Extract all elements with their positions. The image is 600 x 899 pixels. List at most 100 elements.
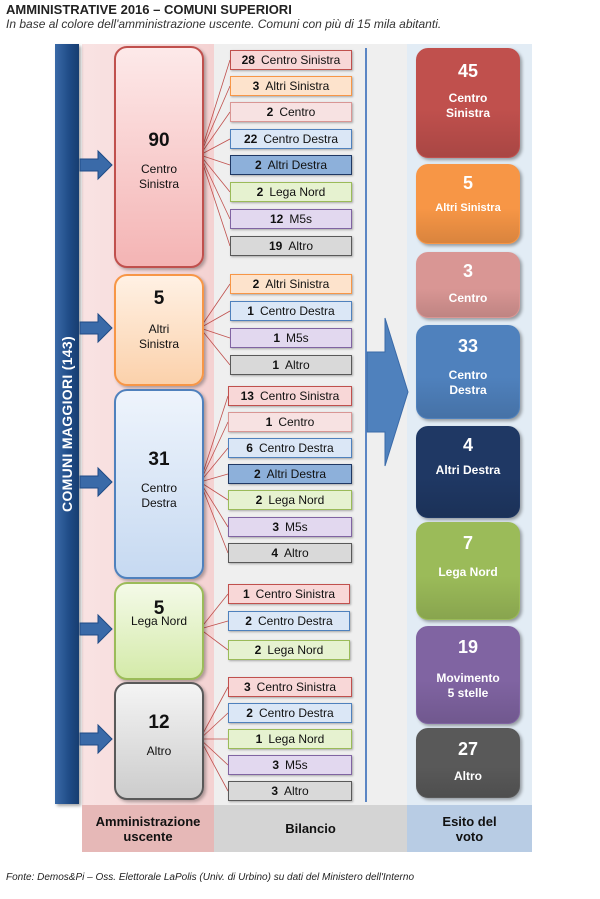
bilancio-item-label: Centro Destra [263,132,339,146]
bilancio-item-altro: 3 Altro [228,781,352,801]
bilancio-item-label: M5s [286,331,309,345]
bilancio-item-centro-sinistra: 28 Centro Sinistra [230,50,352,70]
footer-uscente: Amministrazione uscente [82,805,214,852]
uscente-count: 31 [148,449,170,470]
connector-line [199,686,229,740]
bilancio-item-count: 3 [272,758,279,772]
bilancio-item-count: 1 [273,331,280,345]
bilancio-item-count: 2 [255,493,263,507]
esito-label: Centro [448,291,488,305]
uscente-label: Centro Destra [140,481,178,510]
bilancio-item-label: Centro Destra [258,706,334,720]
bilancio-item-label: Altri Sinistra [265,277,330,291]
bilancio-item-label: Altro [284,784,309,798]
bilancio-item-label: Altro [284,546,309,560]
esito-label: Centro Destra [448,368,488,397]
bilancio-item-label: Centro [279,105,316,119]
esito-count: 4 [462,435,473,455]
bilancio-item-label: Centro Sinistra [255,587,336,601]
source-note: Fonte: Demos&Pi – Oss. Elettorale LaPoli… [6,872,415,883]
esito-label: Altro [454,769,482,783]
bilancio-item-count: 2 [254,643,262,657]
bilancio-item-centro: 2 Centro [230,102,352,122]
connector-line [199,283,231,329]
connector-line [199,620,229,630]
connector-line [199,738,229,792]
flow-arrow-icon [79,723,113,755]
bilancio-divider [365,48,367,802]
connector-line [199,421,229,483]
bilancio-item-m5s: 3 M5s [228,755,352,775]
bilancio-item-count: 1 [247,304,254,318]
bilancio-item-label: Centro Sinistra [260,53,341,67]
result-arrow-icon [366,317,409,467]
connector-line [199,593,229,630]
bilancio-item-count: 1 [265,415,273,429]
esito-label: Altri Destra [435,463,501,477]
footer-esito: Esito del voto [407,805,532,852]
bilancio-item-count: 3 [271,784,278,798]
bilancio-item-label: Lega Nord [268,493,325,507]
bilancio-item-count: 28 [241,53,255,67]
bilancio-item-count: 2 [266,105,274,119]
bilancio-item-count: 2 [253,467,261,481]
uscente-label: Altro [146,744,172,758]
bilancio-item-label: M5s [285,520,308,534]
uscente-count: 5 [153,288,165,309]
bilancio-item-m5s: 12 M5s [230,209,352,229]
bilancio-item-count: 19 [268,239,283,253]
connector-line [199,154,231,193]
connector-line [199,738,229,766]
footer-bilancio: Bilancio [214,805,407,852]
connector-line [199,111,231,156]
bilancio-item-label: Centro Destra [259,304,335,318]
bilancio-item-count: 2 [254,158,262,172]
bilancio-item-m5s: 1 M5s [230,328,352,348]
esito-label: Centro Sinistra [445,91,490,120]
bilancio-item-label: M5s [285,758,308,772]
connector-line [199,327,231,366]
esito-count: 45 [457,61,479,81]
bilancio-item-count: 1 [272,358,279,372]
esito-label: Altri Sinistra [435,202,501,214]
bilancio-item-label: Centro Destra [257,614,333,628]
flow-arrow-icon [79,466,113,498]
esito-label: Lega Nord [438,565,498,579]
bilancio-item-centro-destra: 1 Centro Destra [230,301,352,321]
bilancio-item-label: M5s [289,212,313,226]
connector-line [199,154,231,247]
connector-line [199,59,231,156]
connector-line [199,628,229,651]
bilancio-item-count: 2 [245,614,252,628]
bilancio-item-label: Lega Nord [269,185,326,199]
esito-count: 27 [457,739,479,759]
connector-line [199,473,229,483]
esito-count: 3 [462,261,473,281]
bilancio-item-count: 12 [269,212,284,226]
flow-arrow-icon [79,149,113,181]
page-subtitle: In base al colore dell'amministrazione u… [6,17,442,31]
